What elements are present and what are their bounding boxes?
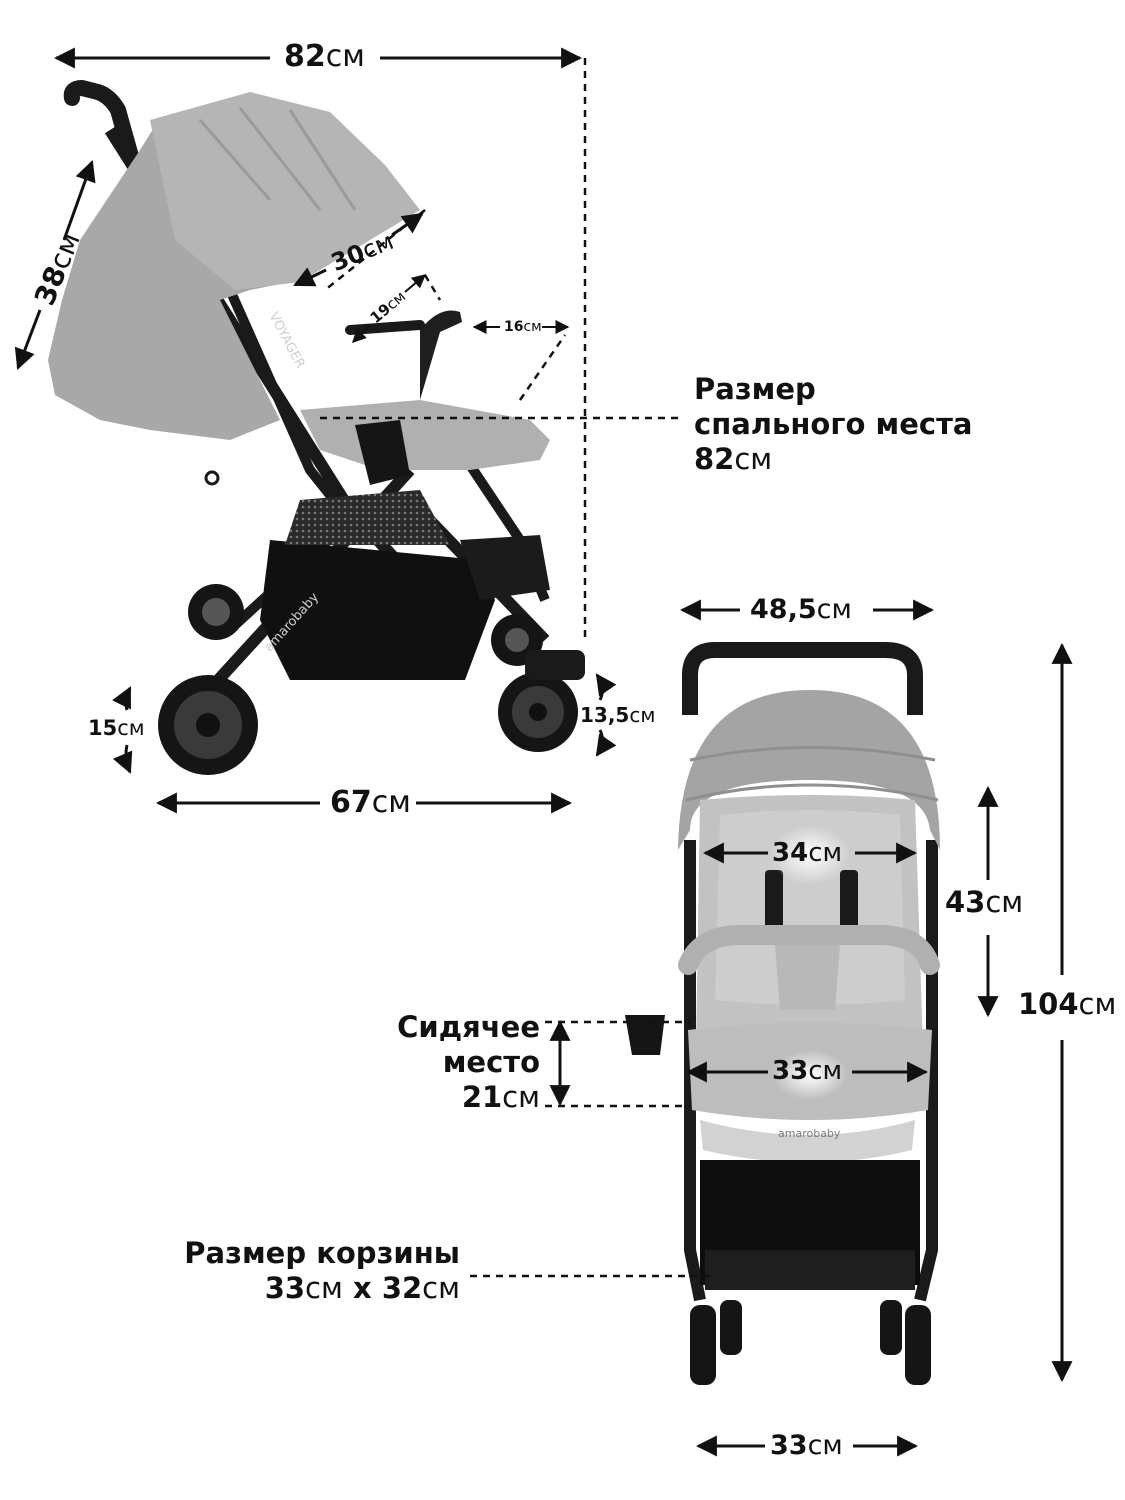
back-height-label: 43см — [945, 888, 1023, 917]
footrest-label: 16см — [504, 320, 542, 334]
front-view-stroller — [625, 642, 940, 1385]
side-view-stroller — [48, 79, 585, 775]
front-wheel-label: 13,5см — [580, 705, 655, 725]
front-width-label: 48,5см — [750, 596, 852, 623]
rear-wheel-value: 15 — [88, 716, 118, 740]
seat-width-label: 33см — [772, 1058, 842, 1084]
unit: см — [502, 1079, 540, 1114]
wheel-track-value: 33 — [770, 1430, 808, 1461]
seat-depth-value-row: 21см — [396, 1080, 540, 1115]
unit: см — [807, 1430, 843, 1461]
unit: см — [371, 785, 411, 820]
back-height-value: 43 — [945, 885, 986, 919]
unit: см — [117, 716, 145, 740]
shoulder-width-value: 34 — [772, 838, 809, 868]
unit: см — [808, 838, 843, 868]
sleeping-place-callout: Размер спального места 82см — [694, 372, 972, 476]
shoulder-width-label: 34см — [772, 840, 842, 866]
seat-depth-line1: Сидячее — [397, 1010, 540, 1044]
basket-value-b: 32 — [381, 1270, 423, 1305]
dashed-guides — [320, 58, 710, 1278]
side-length-value: 82 — [284, 39, 326, 74]
unit: см — [816, 594, 852, 625]
front-width-value: 48,5 — [750, 594, 817, 625]
unit: см — [1078, 987, 1117, 1021]
seat-width-value: 33 — [772, 1056, 809, 1086]
seat-depth-line2: место — [442, 1044, 540, 1079]
unit: см — [523, 319, 542, 335]
footrest-value: 16 — [504, 319, 524, 335]
unit: см — [985, 885, 1024, 919]
basket-value-row: 33см x 32см — [180, 1271, 460, 1306]
front-height-value: 104 — [1018, 987, 1079, 1021]
sleeping-place-line1: Размер — [694, 372, 816, 406]
unit: см — [422, 1270, 460, 1305]
sleeping-place-line2: спального места — [694, 406, 973, 441]
wheelbase-value: 67 — [330, 785, 372, 820]
front-wheel-value: 13,5 — [580, 703, 630, 727]
unit: см — [305, 1270, 343, 1305]
unit: см — [808, 1056, 843, 1086]
unit: см — [629, 703, 656, 727]
side-length-label: 82см — [284, 42, 365, 72]
sleeping-place-value-row: 82см — [694, 442, 972, 477]
basket-line1: Размер корзины — [184, 1236, 460, 1270]
wheel-track-label: 33см — [770, 1432, 843, 1459]
seat-depth-callout: Сидячее место 21см — [396, 1010, 540, 1114]
unit: см — [734, 441, 773, 476]
basket-value-a: 33 — [264, 1270, 306, 1305]
unit: см — [325, 39, 365, 74]
front-height-label: 104см — [1018, 990, 1116, 1019]
sleeping-place-value: 82 — [694, 441, 735, 476]
seat-depth-value: 21 — [461, 1079, 503, 1114]
basket-separator: x — [352, 1270, 372, 1305]
seat-logo: amarobaby — [778, 1127, 841, 1140]
basket-callout: Размер корзины 33см x 32см — [180, 1236, 460, 1306]
wheelbase-label: 67см — [330, 788, 411, 818]
rear-wheel-label: 15см — [88, 718, 145, 739]
dimension-lines — [14, 47, 1073, 1457]
